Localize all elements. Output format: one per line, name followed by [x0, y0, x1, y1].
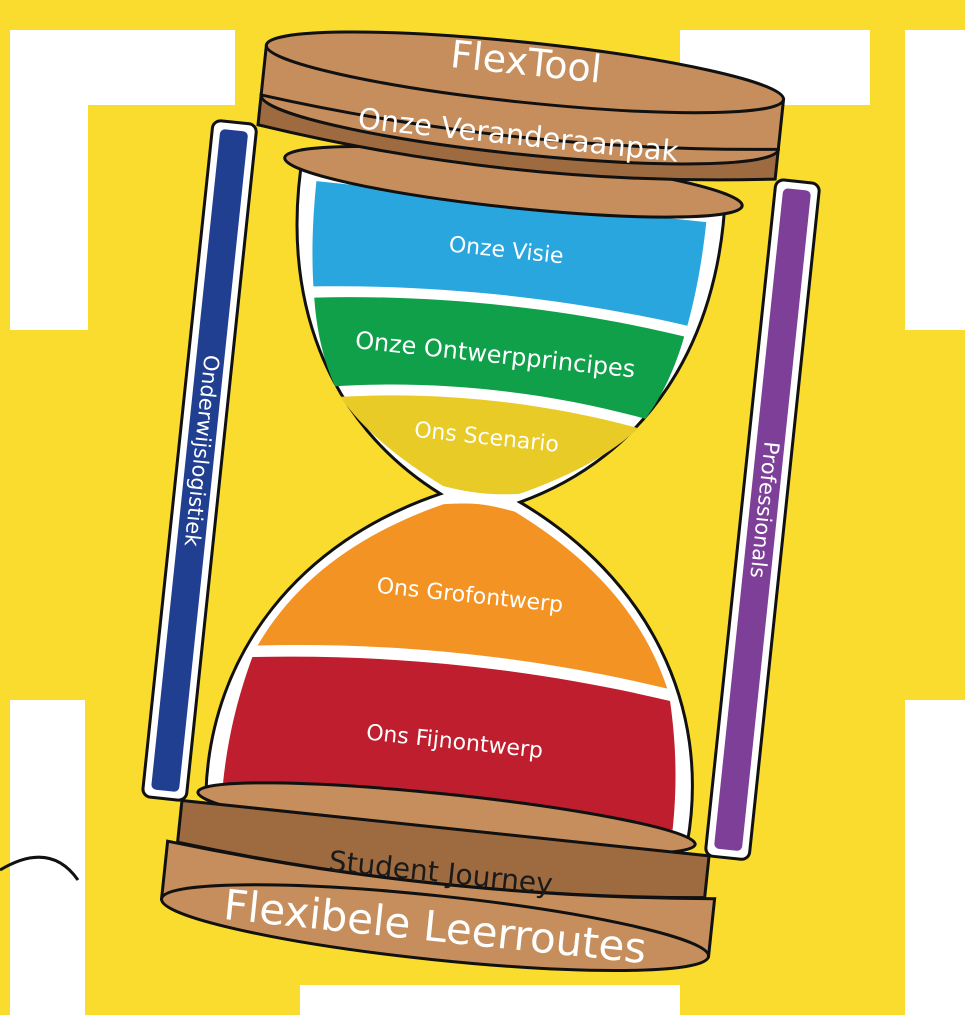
- panel-bottom-center: [300, 985, 680, 1015]
- right-pillar-bar: [714, 188, 811, 851]
- top-cap-top: [264, 30, 786, 115]
- panel-bottom-right: [905, 700, 965, 1015]
- corner-arc: [0, 855, 80, 881]
- layer-ons-grofontwerp: [257, 503, 668, 689]
- layer-onze-ontwerpprincipes: [314, 297, 685, 419]
- layer-ons-scenario: [340, 395, 639, 495]
- left-pillar: Onderwijslogistiek: [141, 119, 258, 802]
- panel-right: [905, 30, 965, 330]
- bottom-cap: Student Journey Flexibele Leerroutes: [159, 781, 717, 973]
- top-cap: FlexTool Onze Veranderaanpak: [256, 30, 786, 219]
- right-pillar: Professionals: [704, 178, 821, 861]
- layer-onze-visie: [312, 181, 707, 326]
- left-pillar-bar: [151, 129, 248, 792]
- bottom-cap-base: [160, 883, 711, 973]
